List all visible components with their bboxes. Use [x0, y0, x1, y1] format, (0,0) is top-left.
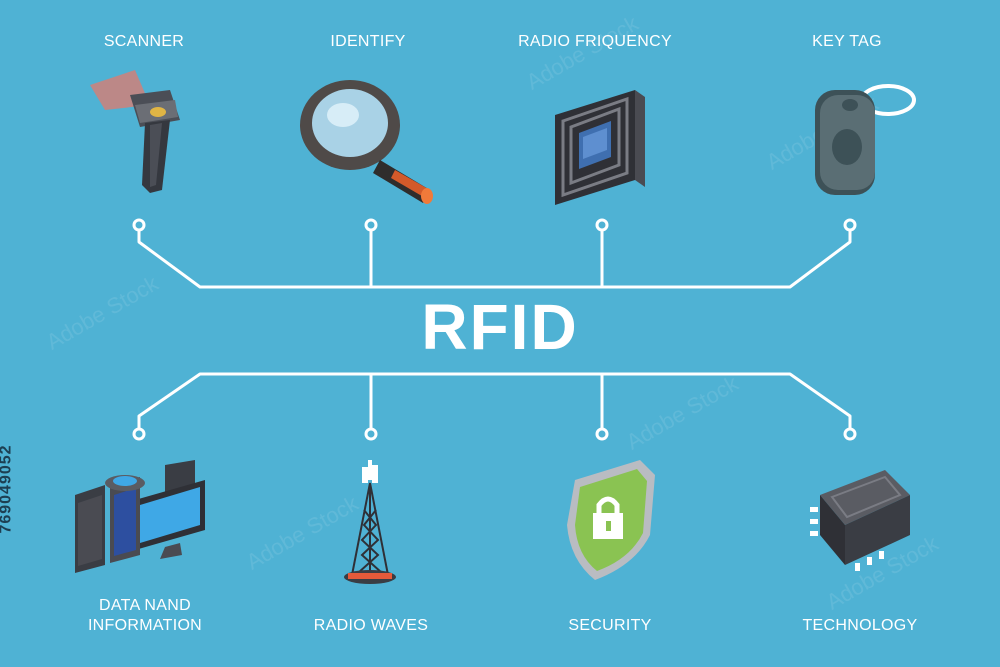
label-key-tag: KEY TAG — [812, 33, 882, 50]
barcode-scanner-icon — [90, 70, 180, 193]
node-radio-waves — [364, 427, 378, 441]
shield-lock-icon — [567, 460, 655, 580]
microchip-icon — [810, 470, 910, 571]
magnifying-glass-icon — [300, 80, 433, 204]
label-scanner: SCANNER — [103, 33, 185, 50]
page-title: RFID — [421, 291, 579, 363]
label-data-nand: DATA NAND — [99, 597, 191, 614]
label-technology: TECHNOLOGY — [802, 617, 918, 634]
top-connector — [137, 230, 852, 289]
node-key-tag — [843, 218, 857, 232]
node-technology — [843, 427, 857, 441]
server-monitor-icon — [75, 460, 205, 573]
radio-tower-icon — [344, 460, 396, 584]
node-radio-frequency — [595, 218, 609, 232]
node-identify — [364, 218, 378, 232]
node-scanner — [132, 218, 146, 232]
node-security — [595, 427, 609, 441]
label-information: INFORMATION — [87, 617, 203, 634]
bottom-connector — [137, 372, 852, 429]
label-identify: IDENTIFY — [330, 33, 406, 50]
stock-id: 769049052 — [0, 444, 15, 534]
label-radio-frequency: RADIO FRIQUENCY — [518, 33, 672, 50]
rfid-tag-icon — [555, 90, 645, 205]
key-tag-icon — [815, 84, 916, 195]
node-data — [132, 427, 146, 441]
label-radio-waves: RADIO WAVES — [313, 617, 429, 634]
label-security: SECURITY — [568, 617, 652, 634]
